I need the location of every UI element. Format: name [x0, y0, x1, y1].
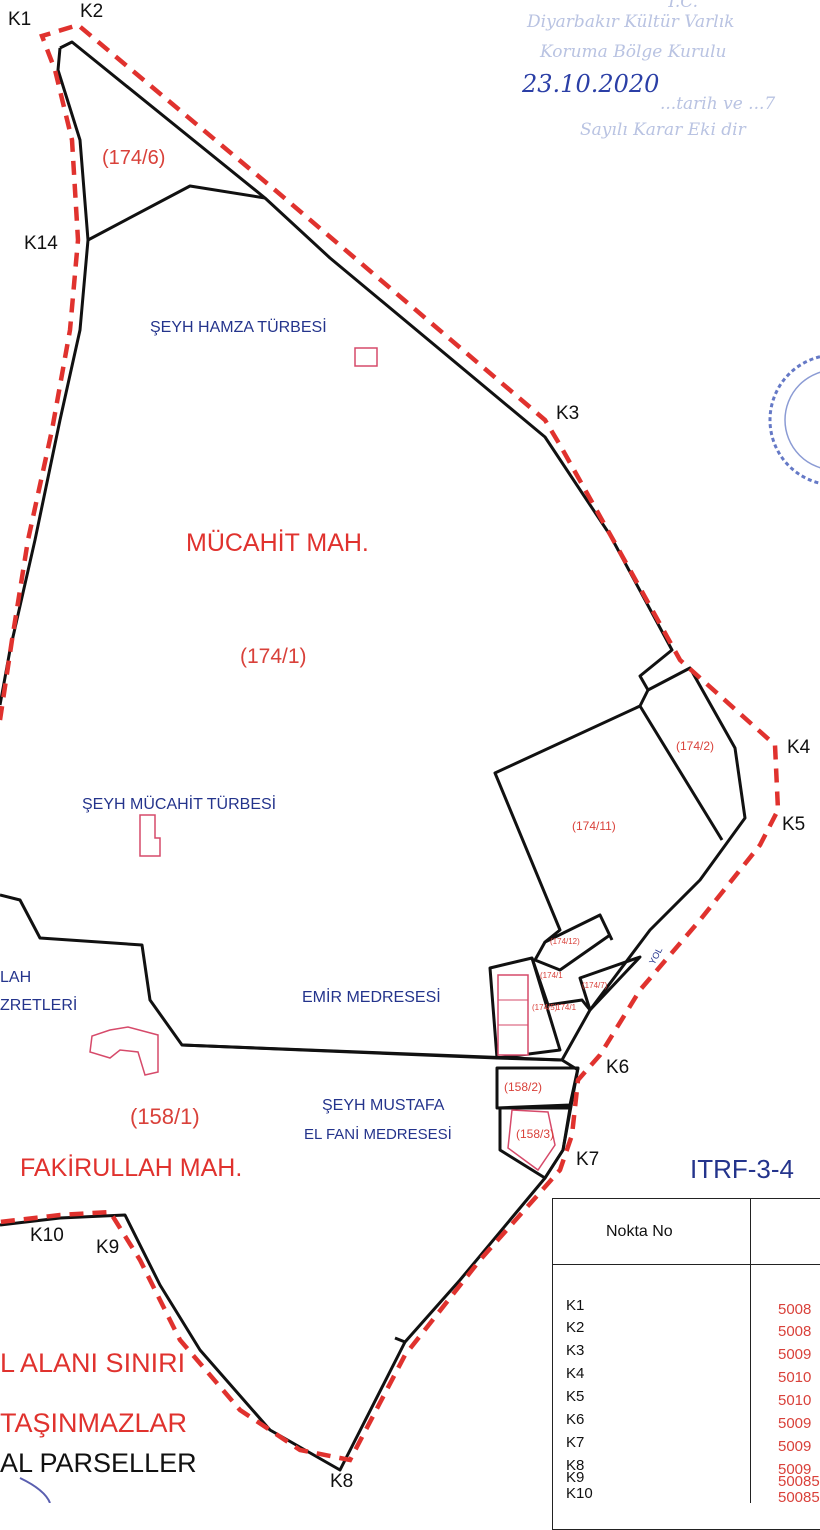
parcel-174-5-label: (174/5): [532, 1003, 558, 1012]
coord-row-no: K9: [566, 1469, 585, 1486]
legend-line-1: L ALANI SINIRI: [0, 1348, 186, 1378]
coord-row-val: 5009: [778, 1461, 812, 1478]
coordinate-table-divider: [750, 1198, 751, 1503]
coord-row-no: K6: [566, 1411, 585, 1428]
coord-row-no: K4: [566, 1365, 585, 1382]
lah-building: [89, 1026, 159, 1076]
coordinate-header-nokta: Nokta No: [606, 1223, 673, 1240]
point-k8: K8: [330, 1471, 354, 1492]
coord-row-no: K7: [566, 1434, 585, 1451]
point-k3: K3: [556, 403, 580, 424]
seal-stamp: [768, 355, 820, 485]
coord-row-val: 5010: [778, 1369, 812, 1386]
coord-row-val: 5009: [778, 1438, 812, 1455]
coord-row-val: 50085: [778, 1473, 820, 1490]
point-k1: K1: [8, 9, 32, 30]
stamp-line-3: Koruma Bölge Kurulu: [540, 42, 727, 62]
parcel-174-11: [493, 704, 641, 944]
fakirullah-mah-label: FAKİRULLAH MAH.: [20, 1154, 243, 1182]
signature-mark: [19, 1477, 51, 1503]
protection-boundary: [0, 22, 781, 1463]
parcel-emir: [488, 956, 562, 1060]
coord-row-val: 50085: [778, 1489, 820, 1506]
parcel-158-2-label: (158/2): [504, 1080, 543, 1094]
coordinate-table-header-line: [552, 1264, 820, 1265]
point-k7: K7: [576, 1149, 600, 1170]
zretleri-label: ZRETLERİ: [0, 997, 78, 1014]
parcel-174-2-label: (174/2): [676, 739, 715, 753]
parcel-lines: [0, 40, 747, 1472]
coord-row-no: K10: [566, 1485, 593, 1502]
parcel-174-west: [0, 47, 90, 706]
parcel-174-6-label: (174/6): [102, 147, 166, 169]
point-k2: K2: [80, 1, 104, 22]
point-k5: K5: [782, 814, 806, 835]
legend-line-2: TAŞINMAZLAR: [0, 1408, 188, 1438]
emir-marker: [497, 974, 529, 1056]
coord-row-val: 5009: [778, 1415, 812, 1432]
point-k14: K14: [24, 233, 58, 254]
handwritten-date: 23.10.2020: [522, 70, 660, 98]
monuments: [89, 347, 556, 1172]
parcel-174-12: [533, 933, 611, 972]
stamp-line-4: ...tarih ve ...7: [660, 94, 776, 114]
legend-line-3: AL PARSELLER: [0, 1448, 197, 1478]
coord-row-no: K5: [566, 1388, 585, 1405]
emir-medresesi-label: EMİR MEDRESESİ: [302, 989, 441, 1006]
stamp-line-5: Sayılı Karar Eki dir: [580, 120, 746, 140]
coord-row-val: 5008: [778, 1301, 812, 1318]
parcel-174-2: [638, 689, 724, 841]
parcel-158-3-label: (158/3): [516, 1127, 555, 1141]
point-k4: K4: [787, 737, 811, 758]
seyh-hamza-label: ŞEYH HAMZA TÜRBESİ: [150, 319, 327, 336]
parcel-174-7: [578, 955, 642, 1012]
seyh-mucahit-label: ŞEYH MÜCAHİT TÜRBESİ: [82, 796, 277, 813]
coord-row-no: K8: [566, 1457, 585, 1474]
parcel-174-11-label: (174/11): [572, 819, 616, 833]
seyh-mustafa-label-2: EL FANİ MEDRESESİ: [304, 1126, 452, 1143]
point-k6: K6: [606, 1057, 630, 1078]
parcel-174-14-label: 174/1: [556, 1003, 577, 1012]
parcel-174-13-label: (174/1: [540, 971, 563, 980]
coordinate-system-title: ITRF-3-4: [690, 1154, 794, 1184]
mucahit-mah-label: MÜCAHİT MAH.: [186, 529, 369, 557]
parcel-south-inner: [394, 1336, 406, 1344]
lah-label: LAH: [0, 969, 32, 986]
coord-row-val: 5009: [778, 1346, 812, 1363]
seyh-mustafa-marker: [507, 1109, 556, 1172]
point-k9: K9: [96, 1237, 120, 1258]
parcel-174-6-divider: [87, 184, 266, 242]
stamp-line-2: Diyarbakır Kültür Varlık: [527, 12, 735, 32]
point-k10: K10: [30, 1225, 64, 1246]
parcel-158-1-top: [181, 1043, 579, 1072]
coord-row-val: 5010: [778, 1392, 812, 1409]
seyh-mustafa-label-1: ŞEYH MUSTAFA: [322, 1097, 445, 1114]
coord-row-no: K2: [566, 1319, 585, 1336]
parcel-174-outer: [0, 40, 747, 1062]
stamp-line-1: T.C.: [666, 0, 699, 12]
parcel-174-12-label: (174/12): [550, 937, 580, 946]
coord-row-no: K3: [566, 1342, 585, 1359]
coord-row-no: K1: [566, 1297, 585, 1314]
coord-row-val: 5008: [778, 1323, 812, 1340]
seyh-mucahit-marker: [139, 814, 161, 857]
parcel-174-1-label: (174/1): [240, 645, 307, 668]
emir-subdivisions: [498, 999, 528, 1026]
parcel-158-1-label: (158/1): [130, 1104, 200, 1129]
seyh-hamza-marker: [354, 347, 378, 367]
parcel-174-7-label: (174/7): [582, 981, 608, 990]
